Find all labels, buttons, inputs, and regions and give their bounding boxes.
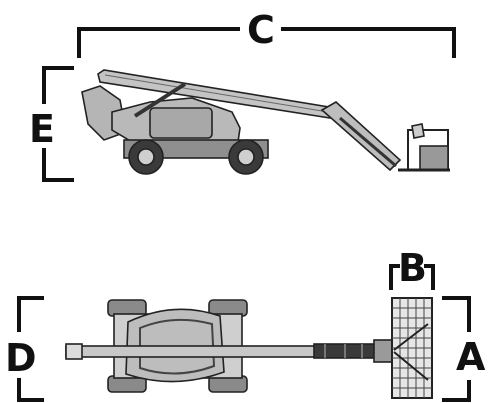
dimension-label-d: D [5,336,37,380]
dimension-label-e: E [29,107,55,151]
side-view-machine [81,69,450,175]
dimension-label-a: A [456,335,486,379]
top-platform [391,297,433,399]
dimension-d-bracket [17,296,44,402]
top-view: B D A [5,246,486,402]
dimension-label-b: B [398,246,427,290]
lift-cylinder [133,82,187,118]
platform-rotator [373,339,393,363]
top-boom [65,345,317,358]
dimension-e-bracket [42,66,74,182]
top-view-machine [65,299,393,393]
dimension-c-bracket [77,27,456,58]
engine-cover [149,107,213,139]
side-view: C E [29,8,456,182]
boom-pivot [65,343,83,360]
dimension-a-bracket [442,296,471,402]
dimension-b-bracket [389,264,435,290]
side-platform [398,123,450,172]
dimension-label-c: C [247,8,275,52]
top-jib [313,343,375,359]
